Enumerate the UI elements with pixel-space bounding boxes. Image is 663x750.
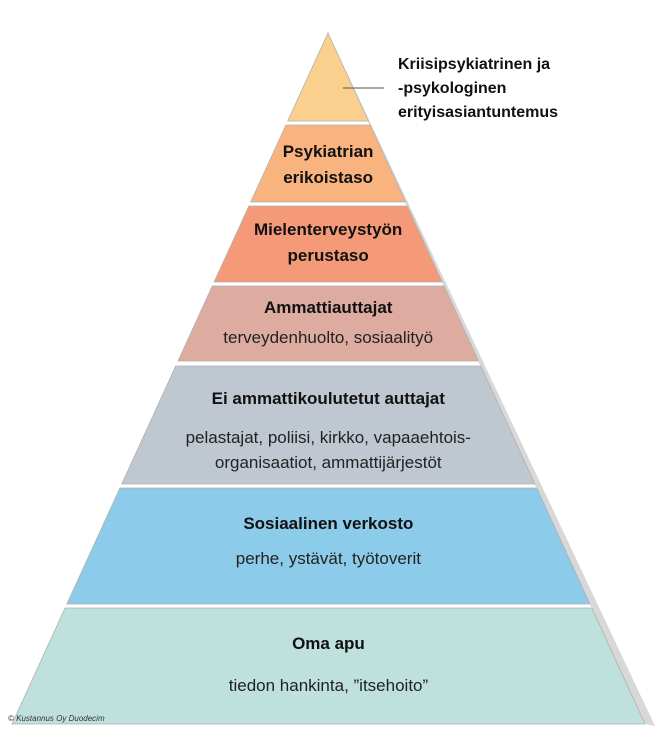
level-non-professional-helpers-subtitle-line-2: organisaatiot, ammattijärjestöt <box>215 453 442 472</box>
level-crisis-band <box>287 32 369 122</box>
level-self-help-band <box>11 607 646 725</box>
level-professional-helpers-title-line-1: Ammattiauttajat <box>264 298 393 317</box>
level-self-help-title-line-1: Oma apu <box>292 634 365 653</box>
callout: Kriisipsykiatrinen ja -psykologinen erit… <box>343 56 558 121</box>
callout-line-2: -psykologinen <box>398 80 506 97</box>
level-mental-health-basic-title-line-2: perustaso <box>288 246 369 265</box>
level-non-professional-helpers-band <box>121 365 536 485</box>
level-social-network-title-line-1: Sosiaalinen verkosto <box>243 514 413 533</box>
level-professional-helpers-band <box>177 285 480 362</box>
level-social-network-band <box>66 487 591 605</box>
level-mental-health-basic-title-line-1: Mielenterveystyön <box>254 220 402 239</box>
callout-line-3: erityisasiantuntemus <box>398 104 558 121</box>
copyright: © Kustannus Oy Duodecim <box>8 714 105 723</box>
level-mental-health-basic-band <box>213 205 443 283</box>
level-professional-helpers-subtitle-line-1: terveydenhuolto, sosiaalityö <box>223 328 433 347</box>
level-psychiatric-specialist-title-line-1: Psykiatrian <box>283 142 374 161</box>
level-non-professional-helpers-subtitle-line-1: pelastajat, poliisi, kirkko, vapaaehtois… <box>186 428 471 447</box>
level-non-professional-helpers-title-line-1: Ei ammattikoulutetut auttajat <box>212 389 446 408</box>
level-self-help-subtitle-line-1: tiedon hankinta, ”itsehoito” <box>229 676 429 695</box>
level-psychiatric-specialist-band <box>250 124 407 203</box>
level-social-network-subtitle-line-1: perhe, ystävät, työtoverit <box>236 549 421 568</box>
level-psychiatric-specialist-title-line-2: erikoistaso <box>283 168 373 187</box>
pyramid-side-shadow <box>328 33 655 726</box>
callout-line-1: Kriisipsykiatrinen ja <box>398 56 550 73</box>
